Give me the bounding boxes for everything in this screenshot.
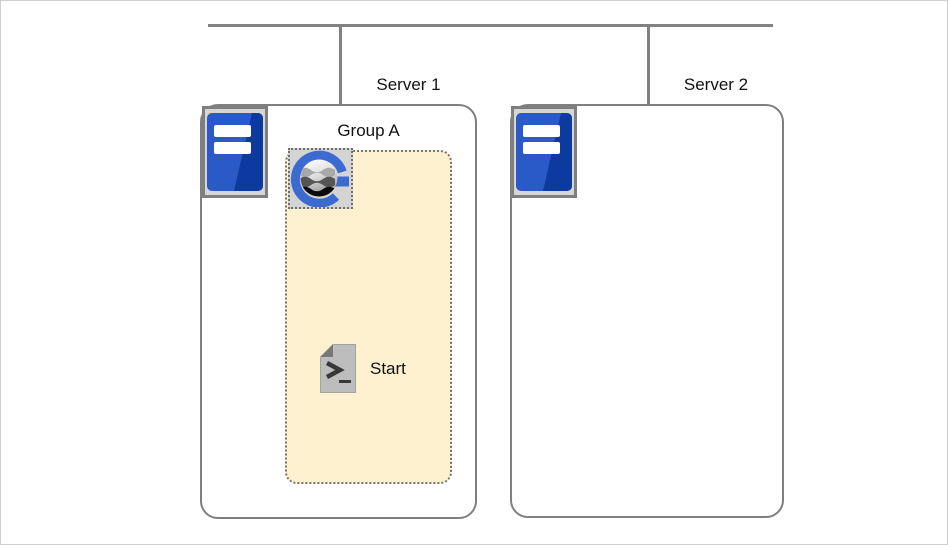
start-item-label: Start <box>370 358 406 378</box>
network-bus-line <box>208 24 773 27</box>
shell-script-icon <box>319 343 357 394</box>
server2-label: Server 2 <box>683 75 749 94</box>
server2-connector-line <box>647 25 650 105</box>
server1-connector-line <box>339 25 342 105</box>
genero-logo-icon <box>288 148 353 209</box>
group-a-label: Group A <box>337 121 400 140</box>
server-icon <box>202 106 268 198</box>
start-item: Start <box>319 343 406 394</box>
server1-label: Server 1 <box>376 75 441 94</box>
server-icon <box>511 106 577 198</box>
